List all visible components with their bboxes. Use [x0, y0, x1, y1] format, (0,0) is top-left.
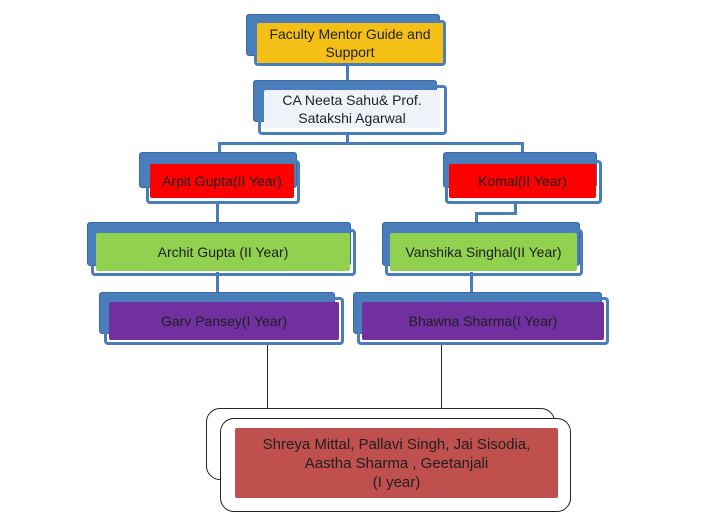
bhawna-sharma-label: Bhawna Sharma(I Year): [362, 302, 604, 340]
team-line-1: Shreya Mittal, Pallavi Singh, Jai Sisodi…: [262, 435, 531, 453]
connector-left-branch: [218, 142, 221, 160]
connector-faculty-down: [346, 132, 349, 144]
team-line-3: (I year): [372, 473, 421, 491]
vanshika-singhal-label: Vanshika Singhal(II Year): [390, 233, 577, 271]
node-outline: [258, 85, 447, 135]
connector-horizontal: [218, 142, 524, 145]
connector-right-junior: [470, 272, 473, 295]
komal-label: Komal(II Year): [449, 164, 596, 198]
garv-pansey-label: Garv Pansey(I Year): [109, 302, 339, 340]
node-outline: [146, 160, 300, 204]
node-outline: [254, 20, 446, 66]
team-members-label: Shreya Mittal, Pallavi Singh, Jai Sisodi…: [235, 428, 558, 498]
arpit-gupta-label: Arpit Gupta(II Year): [150, 164, 294, 198]
connector-right-mid-h: [475, 212, 517, 215]
connector-right-team: [441, 345, 442, 409]
connector-left-team: [267, 345, 268, 409]
node-outline: [445, 160, 602, 204]
node-outline: [104, 297, 344, 345]
node-outline: [385, 229, 583, 276]
archit-gupta-label: Archit Gupta (II Year): [96, 233, 350, 271]
connector-right-mid-v1: [514, 203, 517, 215]
faculty-names-label: CA Neeta Sahu& Prof. Satakshi Agarwal: [264, 90, 440, 128]
team-line-2: Aastha Sharma , Geetanjali: [304, 454, 489, 472]
node-outline: [91, 229, 356, 276]
connector-top: [346, 65, 349, 87]
connector-right-branch: [521, 142, 524, 160]
connector-right-mid-v2: [475, 212, 478, 228]
connector-left-junior: [216, 272, 219, 295]
node-outline: [357, 297, 609, 345]
connector-left-mid: [216, 203, 219, 228]
faculty-guide-label: Faculty Mentor Guide and Support: [257, 23, 443, 63]
